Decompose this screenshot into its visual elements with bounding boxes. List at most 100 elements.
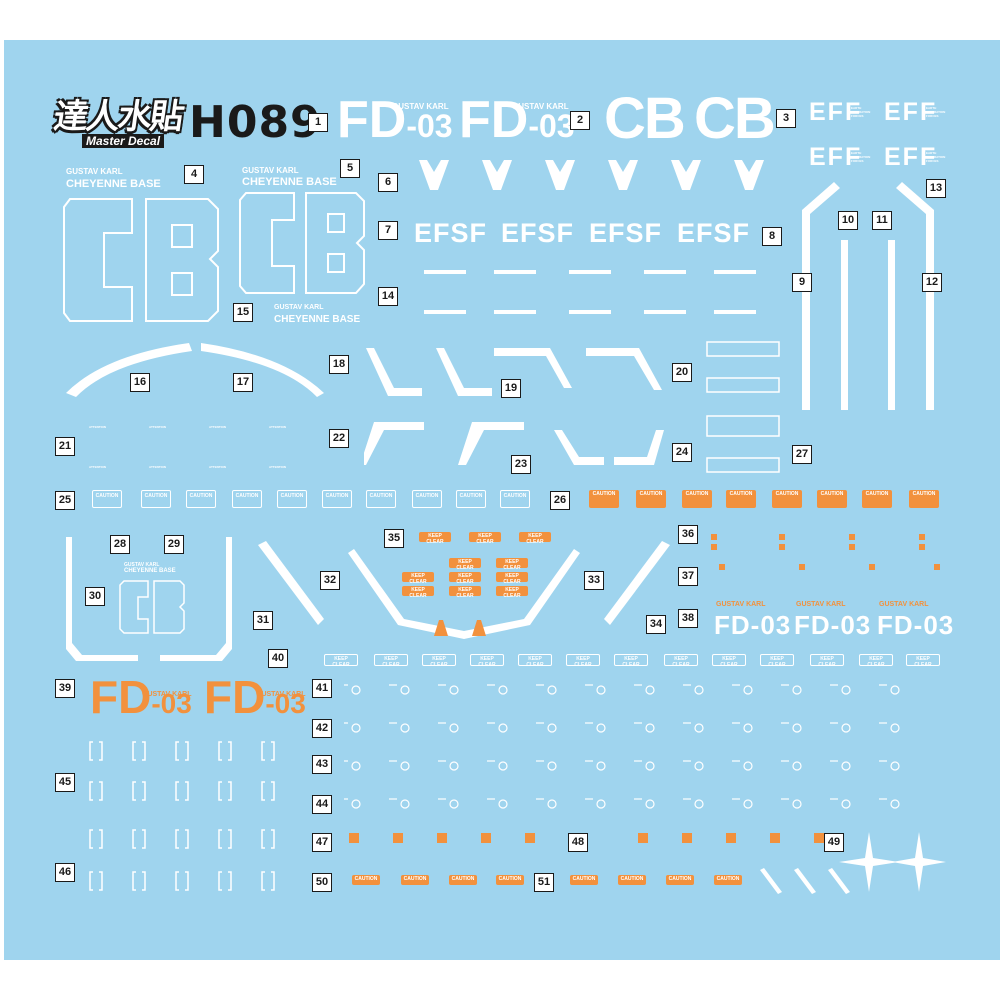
- fd-letters: FD: [90, 671, 152, 723]
- decal-cb-solid: CB: [694, 86, 776, 151]
- decal-cb-frame: [66, 537, 232, 661]
- small-ring: [694, 723, 704, 733]
- decal-stars-slashes: [760, 832, 946, 894]
- caution-tag-orange: CAUTION: [449, 875, 477, 885]
- decal-gustav-karl: GUSTAV KARL: [66, 167, 123, 176]
- item-label: 21: [55, 437, 75, 456]
- keep-clear-tag: KEEP CLEAR: [402, 572, 434, 585]
- caution-tag: CAUTION: [92, 490, 122, 508]
- fd-letters: FD: [459, 91, 529, 149]
- orange-square: [525, 833, 535, 843]
- bracket-mark: [89, 741, 103, 761]
- small-ring: [596, 723, 606, 733]
- caution-tag: CAUTION: [141, 490, 171, 508]
- item-label: 40: [268, 649, 288, 668]
- decal-fd03-large: FD-03: [337, 90, 453, 150]
- decal-eff-caption: EARTH FEDERATION FORCES: [926, 151, 946, 163]
- keep-clear-tag-white: KEEP CLEAR: [422, 654, 456, 668]
- decal-cheyenne-base: CHEYENNE BASE: [124, 568, 176, 574]
- decal-angled-strips: [364, 348, 664, 465]
- decal-gustav-karl: GUSTAV KARL: [242, 166, 299, 175]
- small-ring: [547, 799, 557, 809]
- bracket-mark: [261, 741, 275, 761]
- caution-tag-orange: CAUTION: [352, 875, 380, 885]
- item-label: 45: [55, 773, 75, 792]
- small-ring: [792, 685, 802, 695]
- decal-attention-grid: ATTENTION ATTENTION ATTENTION ATTENTION …: [89, 415, 319, 475]
- small-ring: [596, 685, 606, 695]
- small-ring: [792, 723, 802, 733]
- caution-tag-orange: CAUTION: [862, 490, 892, 508]
- caution-tag-orange: CAUTION: [636, 490, 666, 508]
- item-label: 8: [762, 227, 782, 246]
- small-ring: [645, 761, 655, 771]
- keep-clear-tag-white: KEEP CLEAR: [760, 654, 794, 668]
- bracket-mark: [132, 871, 146, 891]
- caution-tag-orange: CAUTION: [909, 490, 939, 508]
- decal-eff: EFF: [884, 143, 938, 171]
- small-ring: [449, 761, 459, 771]
- bracket-mark: [218, 871, 232, 891]
- item-label: 51: [534, 873, 554, 892]
- decal-bracket-grid: [89, 741, 275, 891]
- orange-square: [481, 833, 491, 843]
- fd-number: -03: [265, 688, 306, 719]
- decal-fd03-medium: FD-03: [877, 610, 955, 640]
- attention-label: ATTENTION: [149, 425, 166, 429]
- small-ring: [400, 761, 410, 771]
- item-label: 5: [340, 159, 360, 178]
- item-label: 41: [312, 679, 332, 698]
- item-label: 42: [312, 719, 332, 738]
- item-label: 11: [872, 211, 892, 230]
- small-ring: [351, 799, 361, 809]
- fd-number: -03: [151, 688, 192, 719]
- caution-tag-orange: CAUTION: [666, 875, 694, 885]
- decal-gustav-karl-orange: GUSTAV KARL: [796, 601, 846, 608]
- caution-tag-orange: CAUTION: [726, 490, 756, 508]
- orange-square: [682, 833, 692, 843]
- orange-square: [393, 833, 403, 843]
- item-label: 44: [312, 795, 332, 814]
- caution-tag: CAUTION: [456, 490, 486, 508]
- decal-curved-strip-17: [201, 343, 324, 397]
- small-ring: [743, 761, 753, 771]
- item-label: 20: [672, 363, 692, 382]
- small-ring: [841, 685, 851, 695]
- bracket-mark: [132, 741, 146, 761]
- small-ring: [694, 799, 704, 809]
- keep-clear-tag: KEEP CLEAR: [519, 532, 551, 545]
- attention-label: ATTENTION: [89, 425, 106, 429]
- fd-number: -03: [406, 108, 453, 144]
- decal-gustav-karl: GUSTAV KARL: [124, 562, 160, 568]
- small-ring: [498, 685, 508, 695]
- small-ring: [890, 799, 900, 809]
- caution-tag-orange: CAUTION: [570, 875, 598, 885]
- item-label: 30: [85, 587, 105, 606]
- item-label: 6: [378, 173, 398, 192]
- orange-square: [349, 833, 359, 843]
- caution-tag: CAUTION: [412, 490, 442, 508]
- item-label: 1: [308, 113, 328, 132]
- caution-tag: CAUTION: [186, 490, 216, 508]
- keep-clear-tag-white: KEEP CLEAR: [518, 654, 552, 668]
- keep-clear-tag-white: KEEP CLEAR: [859, 654, 893, 668]
- small-ring: [645, 685, 655, 695]
- keep-clear-tag-white: KEEP CLEAR: [664, 654, 698, 668]
- brand-name-en: Master Decal: [82, 134, 165, 148]
- decal-eff-caption: EARTH FEDERATION FORCES: [851, 106, 871, 118]
- small-ring: [645, 799, 655, 809]
- item-label: 3: [776, 109, 796, 128]
- decal-gustav-karl: GUSTAV KARL: [274, 304, 324, 311]
- keep-clear-tag-white: KEEP CLEAR: [906, 654, 940, 668]
- item-label: 27: [792, 445, 812, 464]
- decal-fd03-large: FD-03: [459, 90, 575, 150]
- decal-cb-outline-large: [63, 198, 219, 322]
- small-ring: [841, 799, 851, 809]
- item-label: 15: [233, 303, 253, 322]
- bracket-mark: [175, 741, 189, 761]
- item-label: 7: [378, 221, 398, 240]
- fd-letters: FD: [337, 91, 407, 149]
- bracket-mark: [261, 871, 275, 891]
- orange-square: [638, 833, 648, 843]
- small-ring: [498, 723, 508, 733]
